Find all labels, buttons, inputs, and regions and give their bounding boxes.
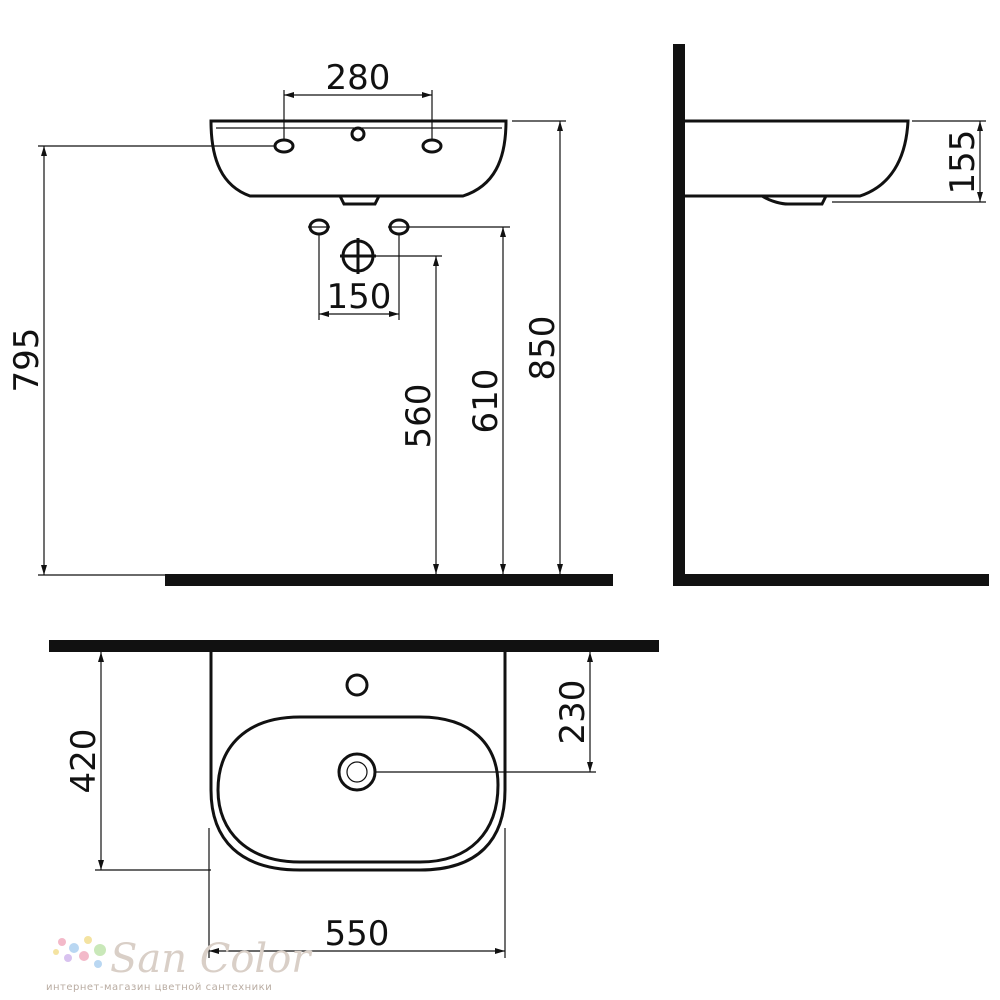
front-outlet: [338, 195, 381, 206]
dim-label-150: 150: [327, 277, 392, 317]
front-view: 280 795 150 560 610 850: [7, 58, 613, 586]
logo-dot: [94, 944, 106, 956]
side-wall: [673, 44, 685, 586]
front-floor: [165, 574, 613, 586]
logo-dot: [58, 938, 66, 946]
dim-label-560: 560: [399, 384, 439, 449]
front-basin-outline: [209, 119, 508, 198]
watermark-logo: San Color интернет-магазин цветной санте…: [46, 936, 313, 993]
right-supply-connection: [388, 218, 410, 236]
logo-dot: [79, 951, 89, 961]
left-tap-hole: [273, 138, 295, 154]
side-outlet: [761, 194, 828, 206]
top-drain: [337, 752, 377, 792]
logo-dot: [64, 954, 72, 962]
logo-dot: [53, 949, 59, 955]
dim-label-420: 420: [64, 729, 104, 794]
side-floor: [673, 574, 989, 586]
left-supply-connection: [308, 218, 330, 236]
side-view: 155: [673, 44, 989, 586]
right-tap-hole: [421, 138, 443, 154]
top-tap-hole: [345, 673, 369, 697]
dim-label-795: 795: [7, 328, 47, 393]
top-wall: [49, 640, 659, 652]
dim-label-610: 610: [466, 369, 506, 434]
side-basin-outline: [685, 119, 910, 198]
logo-dot: [84, 936, 92, 944]
waste-connection: [340, 238, 376, 274]
dim-label-230: 230: [553, 680, 593, 745]
top-basin-outer: [209, 652, 507, 872]
brand-tagline: интернет-магазин цветной сантехники: [46, 982, 272, 993]
dim-label-850: 850: [523, 316, 563, 381]
logo-dots: [53, 936, 106, 968]
center-tap-hole: [350, 126, 366, 142]
dim-label-550: 550: [325, 914, 390, 954]
dim-label-155: 155: [943, 130, 983, 195]
dim-label-280: 280: [326, 58, 391, 98]
top-view: 420 230 550: [49, 640, 659, 958]
brand-name: San Color: [110, 936, 313, 982]
logo-dot: [94, 960, 102, 968]
logo-dot: [69, 943, 79, 953]
top-basin-bowl: [216, 715, 500, 864]
